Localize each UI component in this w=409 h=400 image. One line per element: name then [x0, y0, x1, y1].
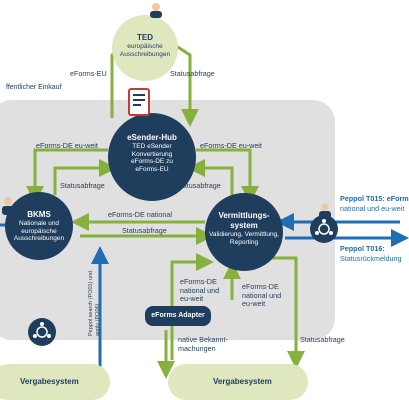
vermittlung-title: Vermittlungs-system — [218, 211, 270, 230]
arrow-statusabfrage-bottom — [268, 256, 305, 369]
person-icon-bkms — [0, 196, 16, 216]
arrow-esender-vermittlung — [196, 148, 259, 204]
peppol-t015-subtitle: national und eu-weit — [340, 204, 405, 213]
esender-line1: TED eSender — [132, 143, 172, 150]
ted-node: TED europäische Ausschreibungen — [112, 15, 178, 81]
label-statusabfrage-mid: Statusabfrage — [122, 226, 167, 235]
vermittlungssystem-node: Vermittlungs-system Validierung, Vermitt… — [205, 193, 283, 271]
ted-subtitle: europäische Ausschreibungen — [119, 43, 171, 58]
peppol-t016-title: Peppol T016: — [340, 244, 385, 253]
public-procurement-tag: ffentlicher Einkauf — [0, 82, 68, 93]
bkms-node: BKMS Nationale und europäische Ausschrei… — [5, 192, 73, 260]
label-statusabfrage-right: Statusabfrage — [176, 181, 221, 190]
label-peppol-search-apply: Peppol search (PO01) und apply (PO06) — [88, 270, 101, 336]
label-eforms-de-national-euweit-a: eForms-DE national und eu-weit — [180, 277, 220, 303]
peppol-network-icon — [310, 215, 338, 243]
bkms-subtitle: Nationale und europäische Ausschreibunge… — [13, 220, 65, 242]
peppol-t015-title: Peppol T015: eForm — [340, 194, 409, 203]
network-icon — [28, 318, 56, 346]
bkms-title: BKMS — [27, 210, 51, 219]
ted-title: TED — [137, 33, 153, 42]
document-icon — [128, 88, 150, 116]
esender-line3: eForms-DE zu — [131, 158, 173, 165]
arrow-esender-bkms — [26, 148, 108, 204]
label-statusabfrage-top: Statusabfrage — [170, 69, 215, 78]
label-native-bekanntmachungen: native Bekannt-machungen — [178, 335, 228, 353]
arrow-vergabe-vermittlung — [170, 253, 214, 360]
label-eforms-de-euweit-right: eForms-DE eu-weit — [200, 141, 262, 150]
label-eforms-de-national: eForms-DE national — [108, 210, 172, 219]
vergabesystem-left-label: Vergabesystem — [20, 377, 79, 386]
vergabesystem-left: Vergabesystem — [0, 364, 110, 400]
eforms-adapter: eForms Adapter — [145, 306, 211, 326]
person-icon — [148, 2, 164, 18]
arrow-bkms-esender — [53, 159, 117, 195]
arrow-vermittlung-esender — [187, 159, 234, 195]
label-statusabfrage-bottom: Statusabfrage — [300, 335, 345, 344]
label-eforms-de-national-euweit-b: eForms-DE national und eu-weit — [242, 282, 282, 308]
vermittlung-subtitle: Validierung, Vermittlung, Reporting — [209, 231, 279, 246]
peppol-t016-subtitle: Statusrückmeldung — [340, 254, 402, 263]
label-eforms-de-euweit-left: eForms-DE eu-weit — [36, 141, 98, 150]
person-icon-peppol — [318, 203, 332, 219]
vergabesystem-right: Vergabesystem — [168, 364, 308, 400]
label-eforms-eu: eForms-EU — [70, 69, 107, 78]
esender-title: eSender-Hub — [127, 133, 177, 142]
label-statusabfrage-left: Statusabfrage — [60, 181, 105, 190]
esender-line4: eForms-EU — [135, 165, 169, 173]
connector-layer — [0, 37, 409, 379]
esender-line2: Konvertierung — [131, 150, 173, 158]
vergabesystem-right-label: Vergabesystem — [213, 377, 272, 386]
esender-hub-node: eSender-Hub TED eSender Konvertierung eF… — [108, 113, 196, 201]
